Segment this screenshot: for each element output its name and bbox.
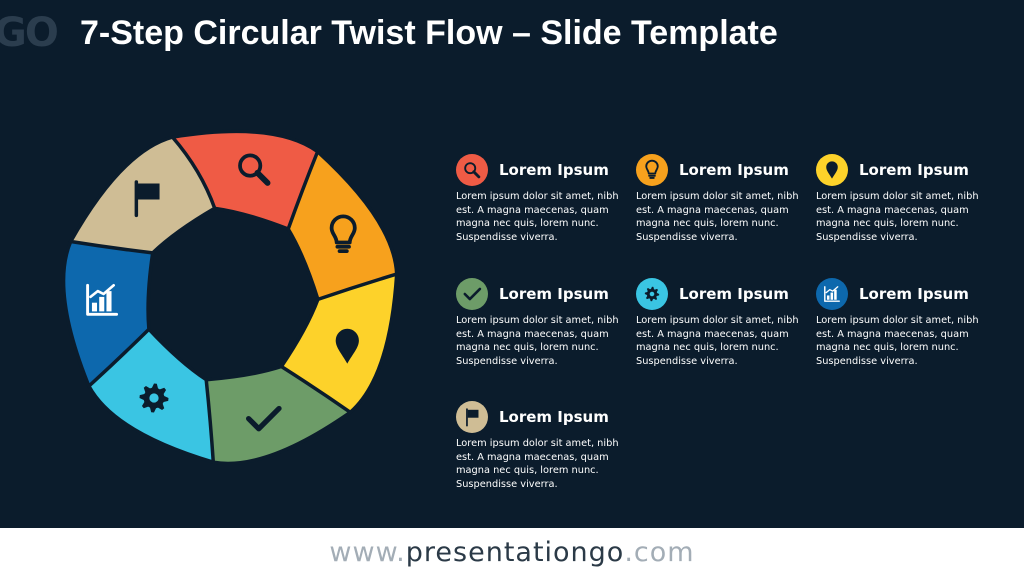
bar-chart-icon [824,286,840,302]
step-2-description: Lorem ipsum dolor sit amet, nibh est. A … [636,191,799,243]
step-4-badge [456,278,488,310]
map-pin-icon [335,328,359,364]
footer-brand: presentationgo [405,536,625,568]
slide-canvas: GO 7-Step Circular Twist Flow – Slide Te… [0,0,1024,528]
step-item-2: Lorem Ipsum Lorem ipsum dolor sit amet, … [636,154,806,244]
step-7-title: Lorem Ipsum [499,408,609,426]
twist-segment-2 [286,149,399,302]
lightbulb-icon [645,159,659,179]
step-2-title: Lorem Ipsum [679,161,789,179]
step-4-description: Lorem ipsum dolor sit amet, nibh est. A … [456,315,619,367]
magnifier-icon [464,162,481,179]
slide-title: 7-Step Circular Twist Flow – Slide Templ… [80,14,778,52]
step-6-badge [816,278,848,310]
step-1-description: Lorem ipsum dolor sit amet, nibh est. A … [456,191,619,243]
step-3-title: Lorem Ipsum [859,161,969,179]
step-3-description: Lorem ipsum dolor sit amet, nibh est. A … [816,191,979,243]
map-pin-icon [826,161,838,179]
step-6-title: Lorem Ipsum [859,285,969,303]
step-item-6: Lorem Ipsum Lorem ipsum dolor sit amet, … [816,278,986,368]
step-5-description: Lorem ipsum dolor sit amet, nibh est. A … [636,315,799,367]
bar-chart-icon [86,283,119,316]
magnifier-icon [238,153,271,186]
flag-icon [466,408,479,427]
circular-twist-diagram [61,129,399,465]
step-4-title: Lorem Ipsum [499,285,609,303]
step-1-badge [456,154,488,186]
checkmark-icon [245,405,282,432]
step-item-7: Lorem Ipsum Lorem ipsum dolor sit amet, … [456,401,626,491]
step-item-3: Lorem Ipsum Lorem ipsum dolor sit amet, … [816,154,986,244]
logo-mark: GO [0,10,59,56]
lightbulb-icon [329,214,357,254]
step-item-5: Lorem Ipsum Lorem ipsum dolor sit amet, … [636,278,806,368]
footer-website: www.presentationgo.com [0,528,1024,576]
step-item-4: Lorem Ipsum Lorem ipsum dolor sit amet, … [456,278,626,368]
checkmark-icon [463,287,482,301]
step-5-badge [636,278,668,310]
step-3-badge [816,154,848,186]
step-item-1: Lorem Ipsum Lorem ipsum dolor sit amet, … [456,154,626,244]
step-6-description: Lorem ipsum dolor sit amet, nibh est. A … [816,315,979,367]
twist-segment-4 [203,364,353,465]
gear-icon [644,286,660,302]
footer-prefix: www. [329,536,406,568]
footer-suffix: .com [624,536,695,568]
twist-segment-5 [87,327,216,464]
step-1-title: Lorem Ipsum [499,161,609,179]
flag-icon [134,180,160,218]
step-7-badge [456,401,488,433]
step-7-description: Lorem ipsum dolor sit amet, nibh est. A … [456,438,619,490]
step-5-title: Lorem Ipsum [679,285,789,303]
step-2-badge [636,154,668,186]
